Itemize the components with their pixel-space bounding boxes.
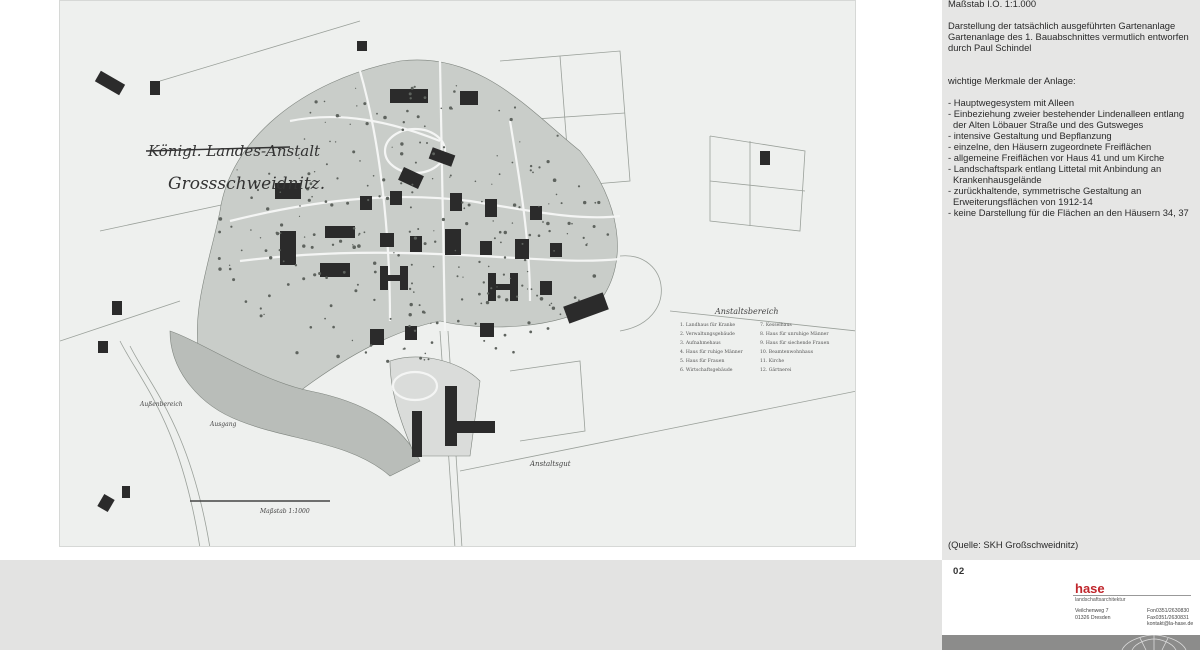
- description-line: durch Paul Schindel: [948, 42, 1032, 53]
- legend-item: 2. Verwaltungsgebäude: [680, 331, 735, 337]
- contact-fax: Fax0351/2630831: [1147, 614, 1189, 621]
- ornament-graphic: [1121, 635, 1187, 650]
- feature-item: - intensive Gestaltung und Bepflanzung: [948, 130, 1112, 141]
- feature-item: - allgemeine Freiflächen vor Haus 41 und…: [948, 152, 1165, 163]
- left-sub-heading: Ausgang: [209, 421, 237, 428]
- legend-item: 6. Wirtschaftsgebäude: [680, 367, 733, 373]
- legend-item: 10. Beamtenwohnhaus: [760, 349, 814, 355]
- address-line: Veilchenweg 7: [1075, 608, 1109, 614]
- feature-item: - Hauptwegesystem mit Alleen: [948, 97, 1075, 108]
- legend-item: 1. Landhaus für Kranke: [680, 322, 735, 328]
- features-heading: wichtige Merkmale der Anlage:: [948, 75, 1076, 86]
- legend-item: 7. Kesselhaus: [760, 322, 792, 328]
- logo-subtitle: landschaftsarchitektur: [1075, 597, 1126, 603]
- feature-item: - keine Darstellung für die Flächen an d…: [948, 207, 1189, 218]
- feature-item: der Alten Löbauer Straße und des Gutsweg…: [953, 119, 1144, 130]
- logo-divider: [1073, 595, 1191, 596]
- contact-phone: Fon0351/2630830: [1147, 608, 1190, 614]
- legend-item: 3. Aufnahmehaus: [680, 340, 721, 346]
- footer-band: [942, 635, 1200, 650]
- company-logo: hase: [1075, 581, 1105, 596]
- legend-item: 4. Haus für ruhige Männer: [680, 349, 743, 355]
- plan-title-struck: Königl. Landes-Anstalt: [147, 142, 321, 160]
- description-line: Darstellung der tatsächlich ausgeführten…: [948, 20, 1176, 31]
- feature-item: - zurückhaltende, symmetrische Gestaltun…: [948, 185, 1142, 196]
- feature-item: Krankenhausgelände: [953, 174, 1042, 185]
- historic-site-plan: Königl. Landes-Anstalt Grossschweidnitz.…: [59, 0, 856, 547]
- feature-item: - Landschaftspark entlang Littetal mit A…: [948, 163, 1162, 174]
- page-number: 02: [953, 566, 965, 577]
- plan-scale-label: Maßstab 1:1000: [259, 508, 310, 515]
- legend-item: 11. Kirche: [760, 358, 784, 364]
- feature-item: Erweiterungsflächen von 1912-14: [953, 196, 1093, 207]
- footer-panel: 02 hase landschaftsarchitektur Veilchenw…: [942, 560, 1200, 650]
- plan-title-place: Grossschweidnitz.: [168, 174, 325, 194]
- feature-item: - einzelne, den Häusern zugeordnete Frei…: [948, 141, 1152, 152]
- legend-item: 5. Haus für Frauen: [680, 358, 724, 364]
- left-heading: Außenbereich: [139, 401, 183, 408]
- scale-text: Maßstab I.O. 1:1.000: [948, 0, 1037, 9]
- page-area: Königl. Landes-Anstalt Grossschweidnitz.…: [59, 0, 856, 547]
- bottom-heading: Anstaltsgut: [529, 460, 571, 468]
- source-note: (Quelle: SKH Großschweidnitz): [948, 539, 1079, 550]
- legend-item: 8. Haus für unruhige Männer: [760, 331, 829, 337]
- address-line: 01326 Dresden: [1075, 614, 1111, 621]
- legend-heading: Anstaltsbereich: [714, 307, 779, 316]
- description-panel: Maßstab I.O. 1:1.000 Darstellung der tat…: [942, 0, 1200, 560]
- feature-item: - Einbeziehung zweier bestehender Linden…: [948, 108, 1185, 119]
- description-line: Gartenanlage des 1. Bauabschnittes vermu…: [948, 31, 1189, 42]
- legend-item: 9. Haus für siechende Frauen: [760, 340, 829, 346]
- company-address: Veilchenweg 7 01326 Dresden: [1075, 608, 1110, 621]
- contact-email: kontakt@la-hase.de: [1147, 621, 1194, 628]
- legend-item: 12. Gärtnerei: [760, 367, 792, 373]
- company-contact: Fon0351/2630830 Fax0351/2630831 kontakt@…: [1147, 608, 1193, 628]
- bottom-margin: [0, 560, 942, 650]
- site-plan-drawing: Königl. Landes-Anstalt Grossschweidnitz.…: [60, 20, 855, 546]
